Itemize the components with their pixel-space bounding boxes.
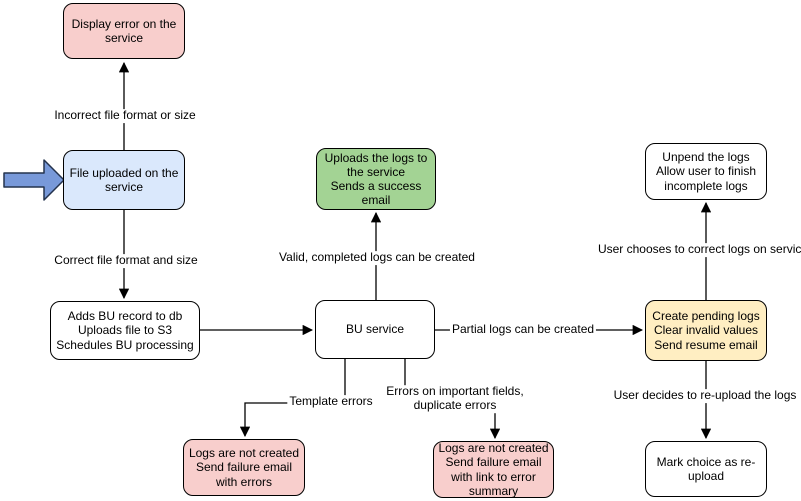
node-uploads-logs-success: Uploads the logs to the service Sends a … — [316, 148, 436, 210]
node-label: Unpend the logs Allow user to finish inc… — [655, 150, 757, 193]
node-adds-bu-record: Adds BU record to db Uploads file to S3 … — [50, 301, 200, 360]
node-label: BU service — [345, 322, 404, 337]
node-label: File uploaded on the service — [69, 165, 179, 194]
edge-label-template-errors: Template errors — [287, 394, 375, 409]
node-mark-choice-reupload: Mark choice as re- upload — [645, 441, 767, 497]
node-logs-not-created-errors: Logs are not created Send failure email … — [183, 439, 305, 496]
node-label: Uploads the logs to the service Sends a … — [324, 150, 428, 208]
node-label: Display error on the service — [71, 16, 177, 45]
node-file-uploaded: File uploaded on the service — [63, 150, 185, 210]
node-label: Logs are not created Send failure email … — [188, 446, 300, 489]
node-display-error: Display error on the service — [63, 3, 185, 59]
node-label: Create pending logs Clear invalid values… — [652, 309, 760, 352]
node-create-pending-logs: Create pending logs Clear invalid values… — [645, 300, 767, 361]
node-bu-service: BU service — [315, 300, 435, 359]
edge-label-user-correct: User chooses to correct logs on service — [595, 242, 801, 257]
node-label: Logs are not created Send failure email … — [438, 441, 549, 498]
edge-label-correct-file-format: Correct file format and size — [52, 253, 200, 268]
edge-label-incorrect-file-format: Incorrect file format or size — [52, 108, 198, 123]
node-unpend-logs: Unpend the logs Allow user to finish inc… — [645, 143, 767, 200]
edge-label-user-reupload: User decides to re-upload the logs — [611, 388, 799, 403]
node-label: Adds BU record to db Uploads file to S3 … — [56, 309, 194, 352]
edge-label-valid-logs: Valid, completed logs can be created — [277, 250, 477, 265]
node-logs-not-created-summary: Logs are not created Send failure email … — [433, 441, 554, 498]
node-label: Mark choice as re- upload — [656, 454, 756, 483]
edge-label-field-errors: Errors on important fields, duplicate er… — [384, 384, 526, 413]
entry-arrow-icon — [3, 159, 65, 201]
edge-label-partial-logs: Partial logs can be created — [449, 322, 597, 337]
